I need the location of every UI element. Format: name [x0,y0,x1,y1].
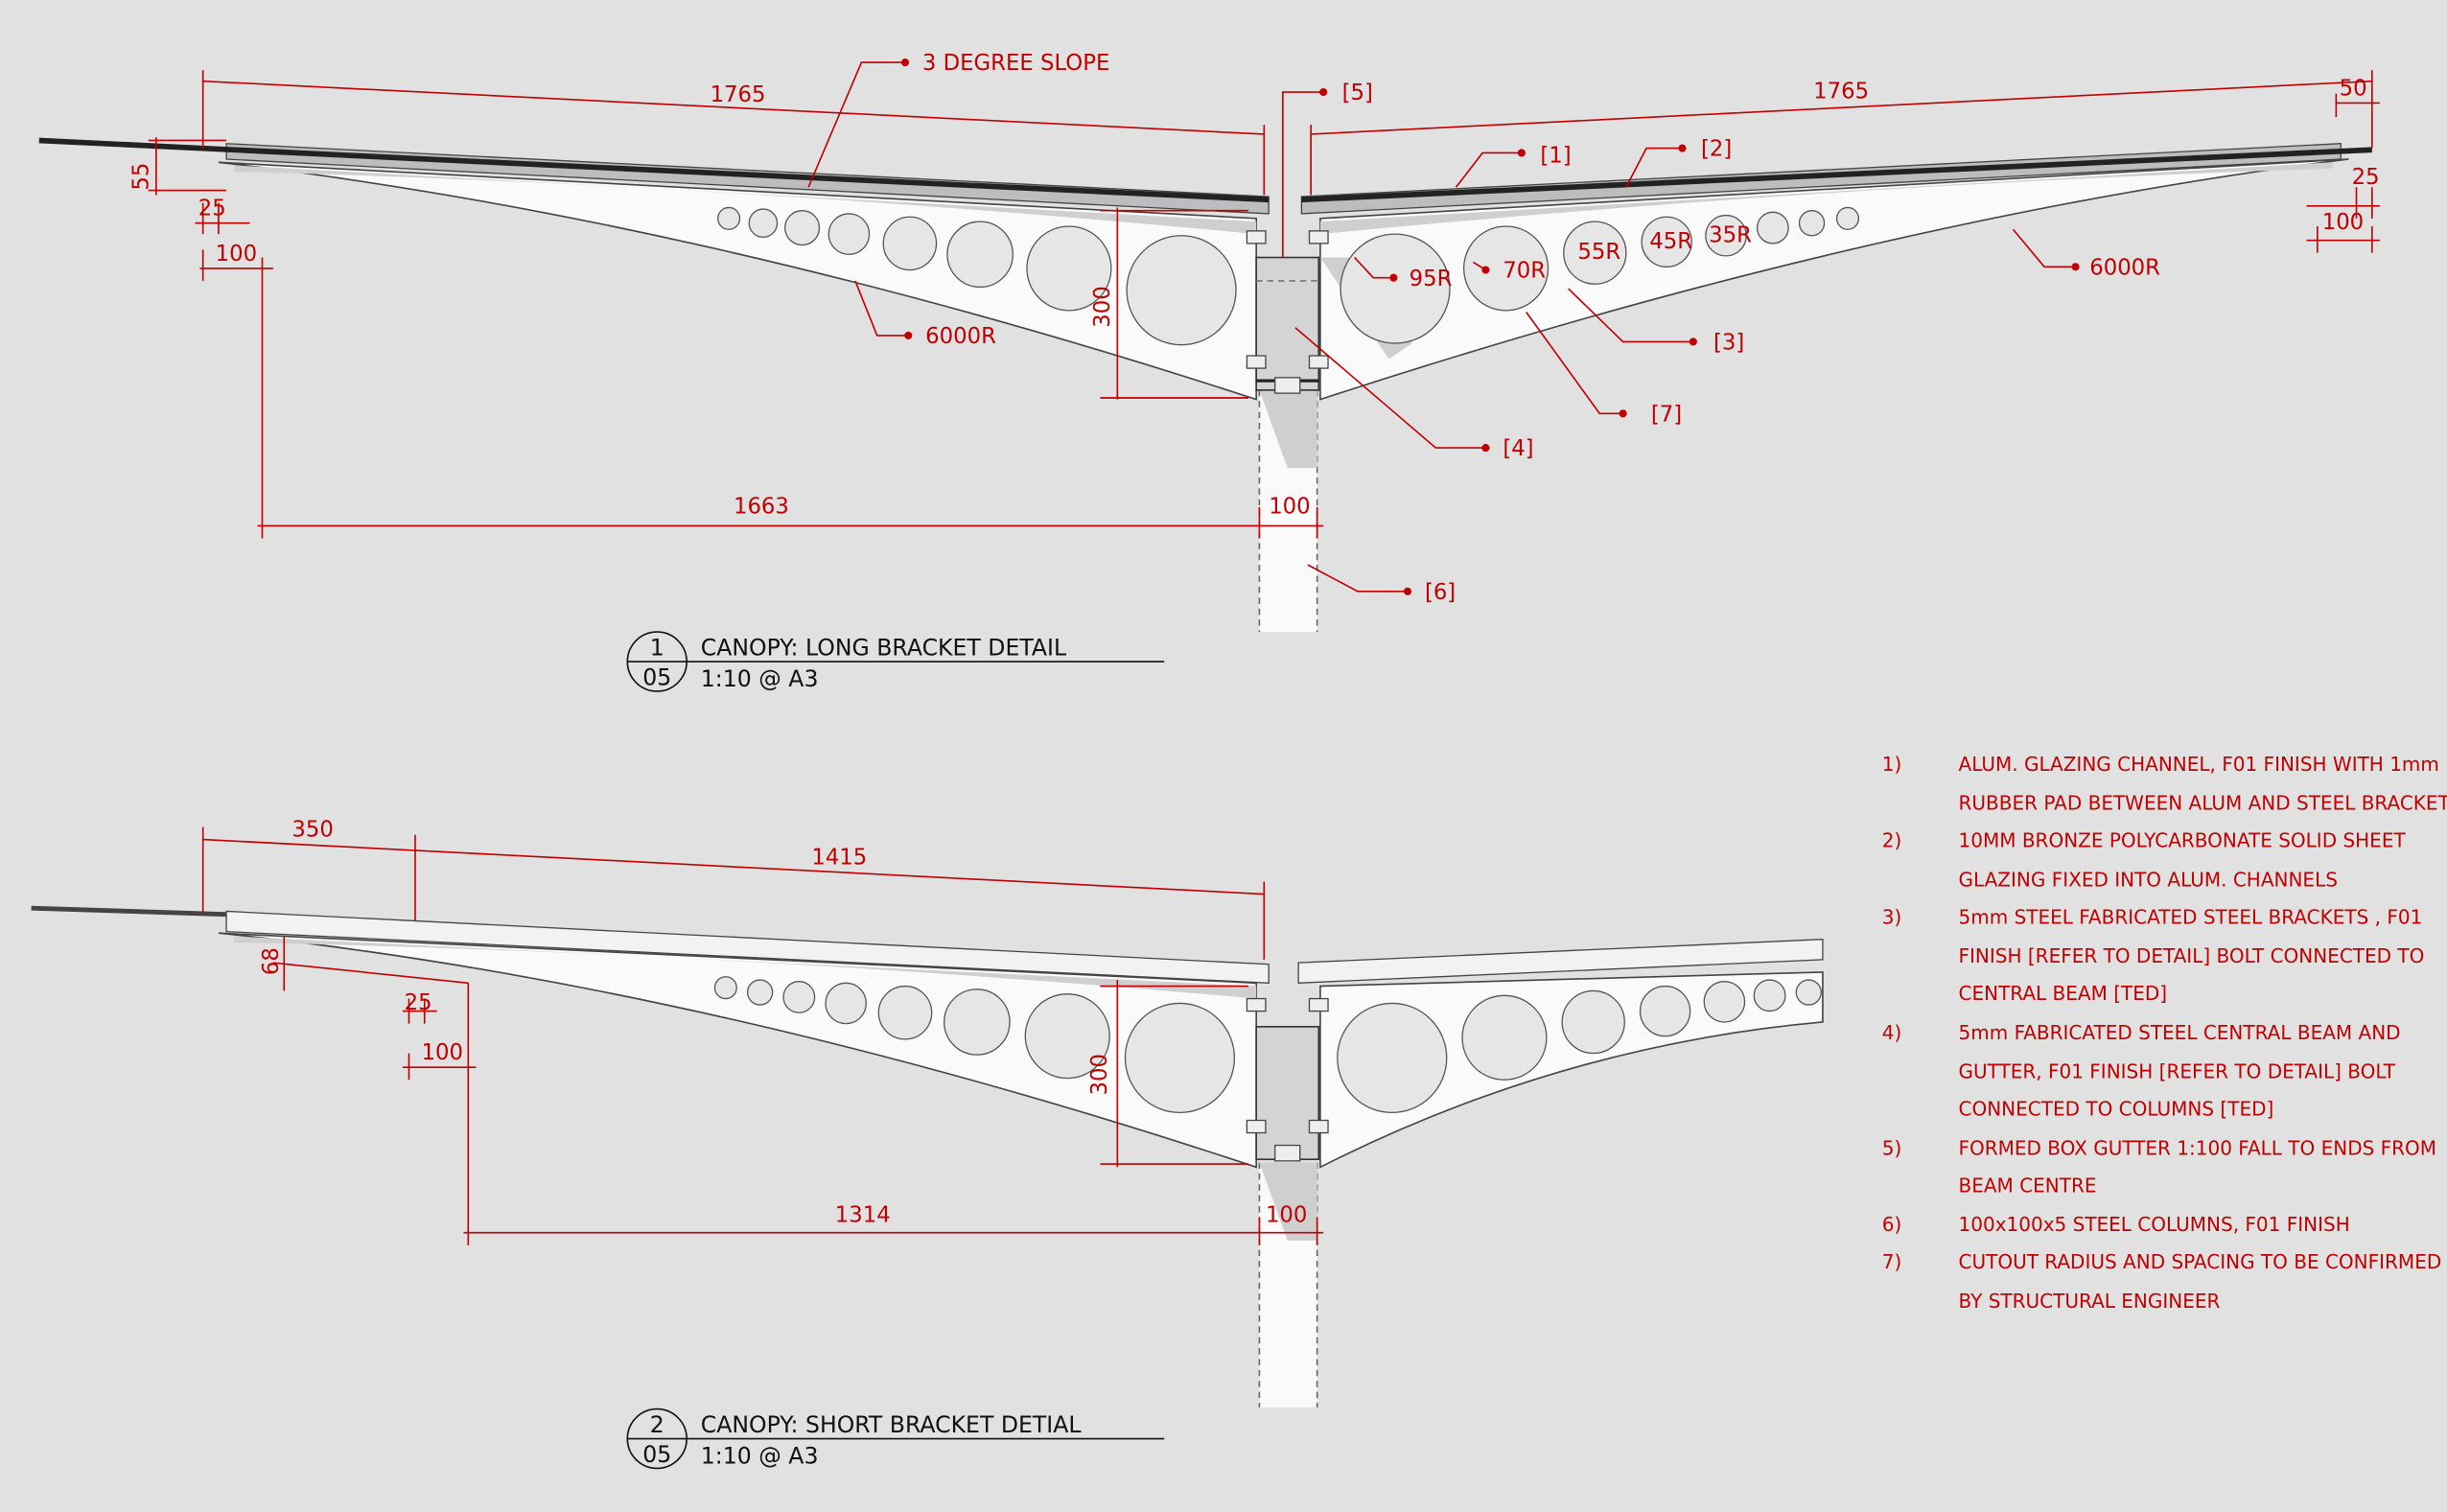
dim-span: 1415 [811,846,867,871]
detail-1-title: CANOPY: LONG BRACKET DETAIL [701,635,1067,662]
note-line: ALUM. GLAZING CHANNEL, F01 FINISH WITH 1… [1959,753,2439,776]
note-number: 7) [1882,1250,1902,1273]
notes-list: 1) ALUM. GLAZING CHANNEL, F01 FINISH WIT… [1882,753,2447,1313]
note-number: 4) [1882,1021,1902,1044]
label-95r: 95R [1410,267,1453,291]
note-line: 5mm STEEL FABRICATED STEEL BRACKETS , F0… [1959,905,2423,928]
dim-depth: 300 [1087,1054,1112,1095]
detail-1-number: 1 [650,635,664,662]
callout-3: [3] [1713,331,1744,356]
callout-4: [4] [1503,436,1533,461]
dim-height: 68 [259,947,284,975]
note-number: 3) [1882,905,1902,928]
note-line: 100x100x5 STEEL COLUMNS, F01 FINISH [1959,1213,2350,1236]
note-line: GLAZING FIXED INTO ALUM. CHANNELS [1959,868,2338,891]
label-45r: 45R [1649,229,1692,254]
dim-25: 25 [405,990,432,1015]
callout-radius-left: 6000R [925,324,996,349]
callout-1: [1] [1540,143,1571,168]
dim-100: 100 [421,1040,462,1065]
left-bracket [218,932,1257,1169]
note-number: 2) [1882,829,1902,852]
dim-left-25: 25 [198,197,226,221]
note-line: BY STRUCTURAL ENGINEER [1959,1290,2221,1313]
detail-1-long-bracket: 1765 1765 50 55 25 100 25 100 300 1663 1… [38,51,2380,692]
dim-horizontal: 1314 [835,1202,891,1227]
detail-2-title-block: 2 05 CANOPY: SHORT BRACKET DETIAL 1:10 @… [626,1407,1165,1470]
dim-right-span: 1765 [1813,80,1869,105]
note-number: 5) [1882,1136,1902,1159]
dim-left-height: 55 [129,163,154,191]
detail-2-title: CANOPY: SHORT BRACKET DETIAL [701,1411,1083,1438]
detail-2-number: 2 [650,1411,664,1438]
central-beam [1255,256,1320,391]
note-line: RUBBER PAD BETWEEN ALUM AND STEEL BRACKE… [1959,792,2447,815]
label-35r: 35R [1709,222,1752,247]
label-55r: 55R [1577,240,1620,265]
dim-right-25: 25 [2352,165,2380,190]
detail-2-sheet: 05 [642,1441,671,1468]
note-line: GUTTER, F01 FINISH [REFER TO DETAIL] BOL… [1959,1060,2396,1083]
cutout-holes [713,976,1822,1114]
note-number: 1) [1882,753,1902,776]
dim-right-100: 100 [2322,210,2364,235]
label-70r: 70R [1503,259,1546,284]
right-glazing-channel [1297,939,1824,984]
right-bracket [1319,971,1824,1169]
left-glazing-channel [225,910,1270,984]
note-number: 6) [1882,1213,1902,1236]
note-line: 10MM BRONZE POLYCARBONATE SOLID SHEET [1959,829,2407,852]
detail-1-sheet: 05 [642,663,671,690]
note-line: CUTOUT RADIUS AND SPACING TO BE CONFIRME… [1959,1250,2442,1273]
dim-left-span: 1765 [711,82,766,107]
dim-overhang: 350 [291,817,333,842]
note-line: BEAM CENTRE [1959,1174,2097,1197]
note-line: FINISH [REFER TO DETAIL] BOLT CONNECTED … [1959,944,2425,967]
callout-slope: 3 DEGREE SLOPE [922,51,1109,76]
note-line: CONNECTED TO COLUMNS [TED] [1959,1098,2274,1121]
callout-7: [7] [1651,402,1682,427]
callout-6: [6] [1425,580,1456,605]
note-line: CENTRAL BEAM [TED] [1959,982,2168,1005]
central-beam [1255,1026,1320,1161]
detail-1-title-block: 1 05 CANOPY: LONG BRACKET DETAIL 1:10 @ … [626,631,1165,692]
cutout-holes [717,206,1860,346]
note-line: FORMED BOX GUTTER 1:100 FALL TO ENDS FRO… [1959,1136,2437,1159]
dim-depth: 300 [1090,286,1115,327]
dim-left-100: 100 [216,242,257,267]
note-line: 5mm FABRICATED STEEL CENTRAL BEAM AND [1959,1021,2401,1044]
dim-column: 100 [1269,494,1310,519]
callout-5: [5] [1342,81,1373,105]
detail-2-short-bracket: 350 1415 68 25 100 300 1314 100 2 05 CAN… [31,817,1824,1470]
detail-2-scale: 1:10 @ A3 [701,1443,819,1470]
left-bracket [218,161,1257,401]
callout-2: [2] [1701,137,1732,162]
detail-1-scale: 1:10 @ A3 [701,665,819,692]
dim-column: 100 [1266,1202,1307,1227]
callout-radius-right: 6000R [2089,255,2160,280]
right-bracket [1319,158,2349,401]
dim-horizontal: 1663 [734,494,789,519]
dim-right-end: 50 [2340,76,2367,101]
